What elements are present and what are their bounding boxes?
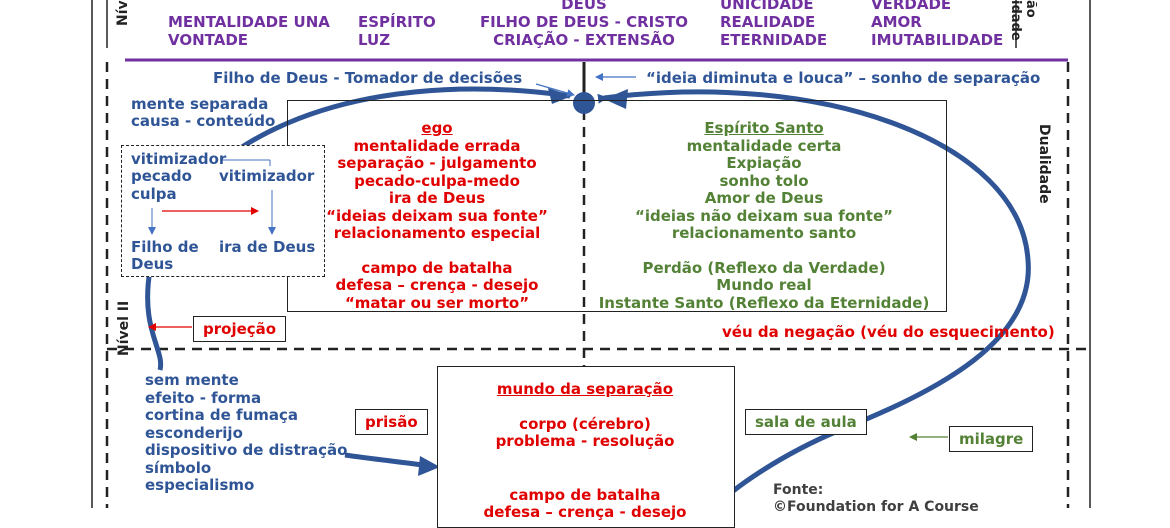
- cycle-arrowhead-right: [604, 89, 628, 109]
- spirit-panel: Espírito Santo mentalidade certa Expiaçã…: [588, 119, 940, 312]
- world-box: [437, 366, 735, 528]
- cycle-vitimizador-1: vitimizador: [131, 150, 227, 168]
- causa-conteudo: causa - conteúdo: [131, 112, 276, 130]
- ego-panel: ego mentalidade errada separação - julga…: [297, 119, 577, 312]
- sala-de-aula-label: sala de aula: [745, 409, 867, 435]
- world-panel: mundo da separação corpo (cérebro) probl…: [437, 380, 733, 522]
- cycle-vitimizador-2: vitimizador: [219, 167, 315, 185]
- bottom-left-list: sem mente efeito - forma cortina de fuma…: [145, 371, 348, 494]
- cycle-pecado: pecado: [131, 167, 192, 185]
- milagre-label: milagre: [949, 426, 1034, 452]
- cycle-filho-de: Filho de: [131, 238, 199, 256]
- nivel-2-label: Nível II: [116, 300, 132, 356]
- ideia-louca-label: “ideia diminuta e louca” – sonho de sepa…: [646, 69, 1041, 87]
- cycle-deus: Deus: [131, 255, 174, 273]
- world-title: mundo da separação: [496, 380, 674, 398]
- filho-decisor-label: Filho de Deus - Tomador de decisões: [213, 69, 523, 87]
- header-col-4: UNICIDADE REALIDADE ETERNIDADE: [720, 0, 828, 49]
- foundation-label: ©Foundation for A Course: [773, 499, 979, 515]
- nivel-label-top: Nív: [115, 0, 131, 26]
- veu-label: véu da negação (véu do esquecimento): [722, 323, 1055, 341]
- fonte-label: Fonte:: [773, 482, 824, 498]
- cycle-box: [121, 145, 325, 277]
- cycle-box-arrows: [148, 159, 276, 235]
- big-cycle-curve-right: [597, 89, 1031, 508]
- ego-title: ego: [421, 119, 453, 137]
- prison-arrowhead: [418, 456, 440, 476]
- dualidade-label: Dualidade: [1036, 124, 1052, 204]
- cycle-ira: ira de Deus: [219, 238, 316, 256]
- header-col-2: ESPÍRITO LUZ: [358, 13, 436, 49]
- prison-arrow: [344, 452, 431, 469]
- header-col-5: VERDADE AMOR IMUTABILIDADE: [871, 0, 1004, 49]
- projecao-label: projeção: [193, 316, 287, 342]
- mente-separada: mente separada: [131, 95, 269, 113]
- decision-point: [573, 92, 595, 114]
- spirit-title: Espírito Santo: [704, 119, 824, 137]
- pointer-left: [535, 83, 575, 97]
- header-col-1: MENTALIDADE UNA VONTADE: [168, 13, 330, 49]
- cycle-culpa: culpa: [131, 185, 177, 203]
- prisao-label: prisão: [355, 409, 428, 435]
- header-col-3: DEUS FILHO DE DEUS - CRISTO CRIAÇÃO - EX…: [479, 0, 689, 49]
